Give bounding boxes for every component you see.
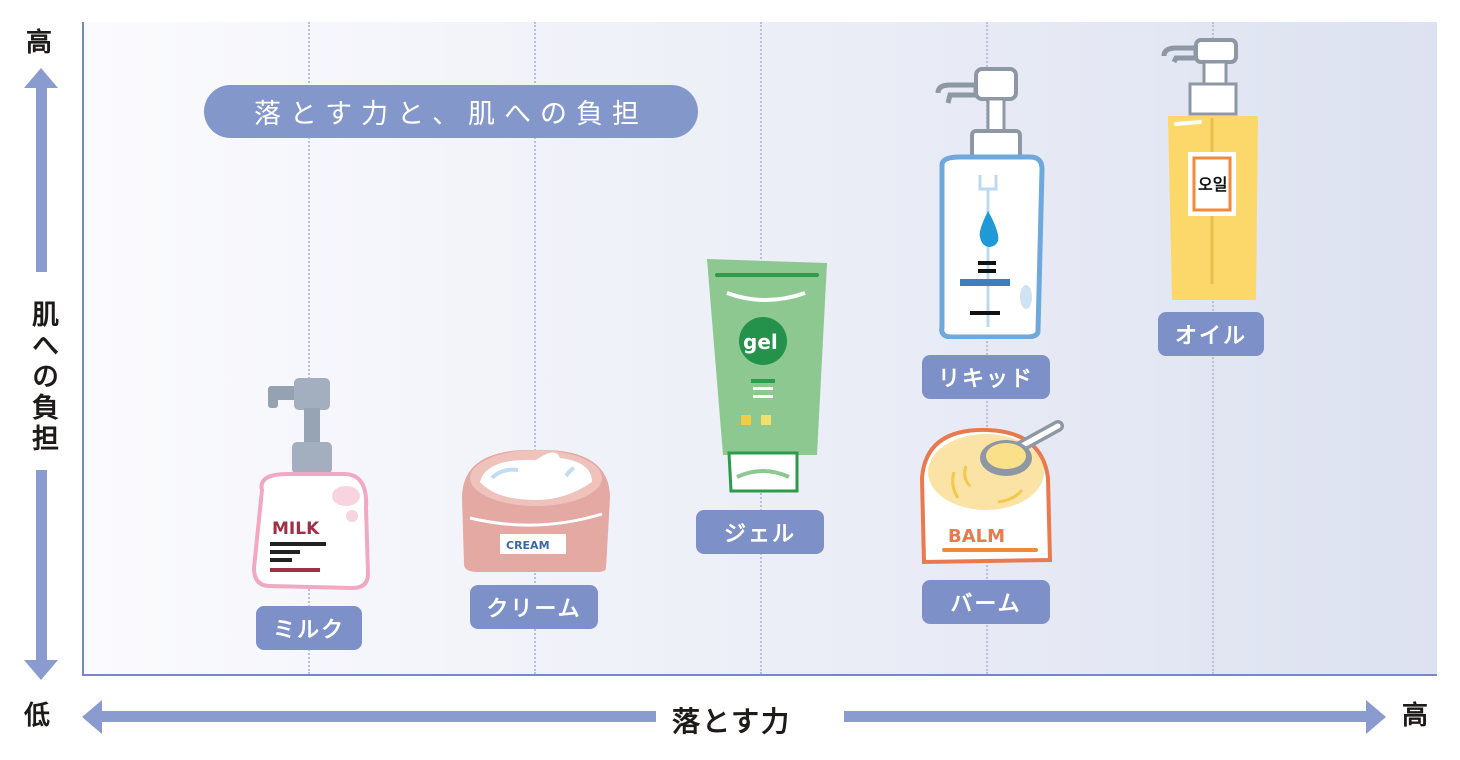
svg-text:CREAM: CREAM — [506, 539, 550, 552]
cream-jar-icon: CREAM — [456, 438, 616, 578]
y-axis-title: 肌への負担 — [27, 300, 58, 455]
y-arrow-shaft-bottom — [36, 470, 47, 662]
x-arrow-left-icon — [82, 700, 102, 734]
svg-text:오일: 오일 — [1198, 175, 1227, 194]
label-milk: ミルク — [256, 606, 362, 650]
x-axis-title: 落とす力 — [672, 705, 792, 738]
y-axis-high-label: 高 — [26, 28, 53, 58]
label-liquid: リキッド — [922, 355, 1050, 399]
label-gel: ジェル — [696, 510, 824, 554]
y-arrow-down-icon — [24, 660, 58, 680]
balm-jar-icon: BALM — [918, 418, 1074, 568]
liquid-bottle-icon — [930, 65, 1046, 339]
grid-line — [986, 22, 988, 674]
x-axis-low-label: 低 — [24, 701, 51, 731]
label-balm: バーム — [922, 580, 1050, 624]
svg-text:BALM: BALM — [948, 526, 1005, 547]
chart-title: 落とす力と、肌への負担 — [204, 85, 698, 138]
grid-line — [534, 22, 536, 674]
x-axis-high-label: 高 — [1402, 701, 1429, 731]
x-arrow-right-icon — [1366, 700, 1386, 734]
svg-text:MILK: MILK — [272, 519, 320, 539]
x-arrow-shaft-right — [844, 711, 1368, 722]
milk-bottle-icon: MILK — [248, 378, 372, 594]
label-cream: クリーム — [470, 585, 598, 629]
x-arrow-shaft-left — [100, 711, 656, 722]
y-arrow-up-icon — [24, 68, 58, 88]
y-arrow-shaft-top — [36, 86, 47, 272]
label-oil: オイル — [1158, 312, 1264, 356]
gel-tube-icon: gel — [705, 255, 829, 495]
svg-text:gel: gel — [743, 330, 778, 354]
grid-line — [308, 22, 310, 674]
oil-bottle-icon: 오일 — [1160, 38, 1264, 304]
